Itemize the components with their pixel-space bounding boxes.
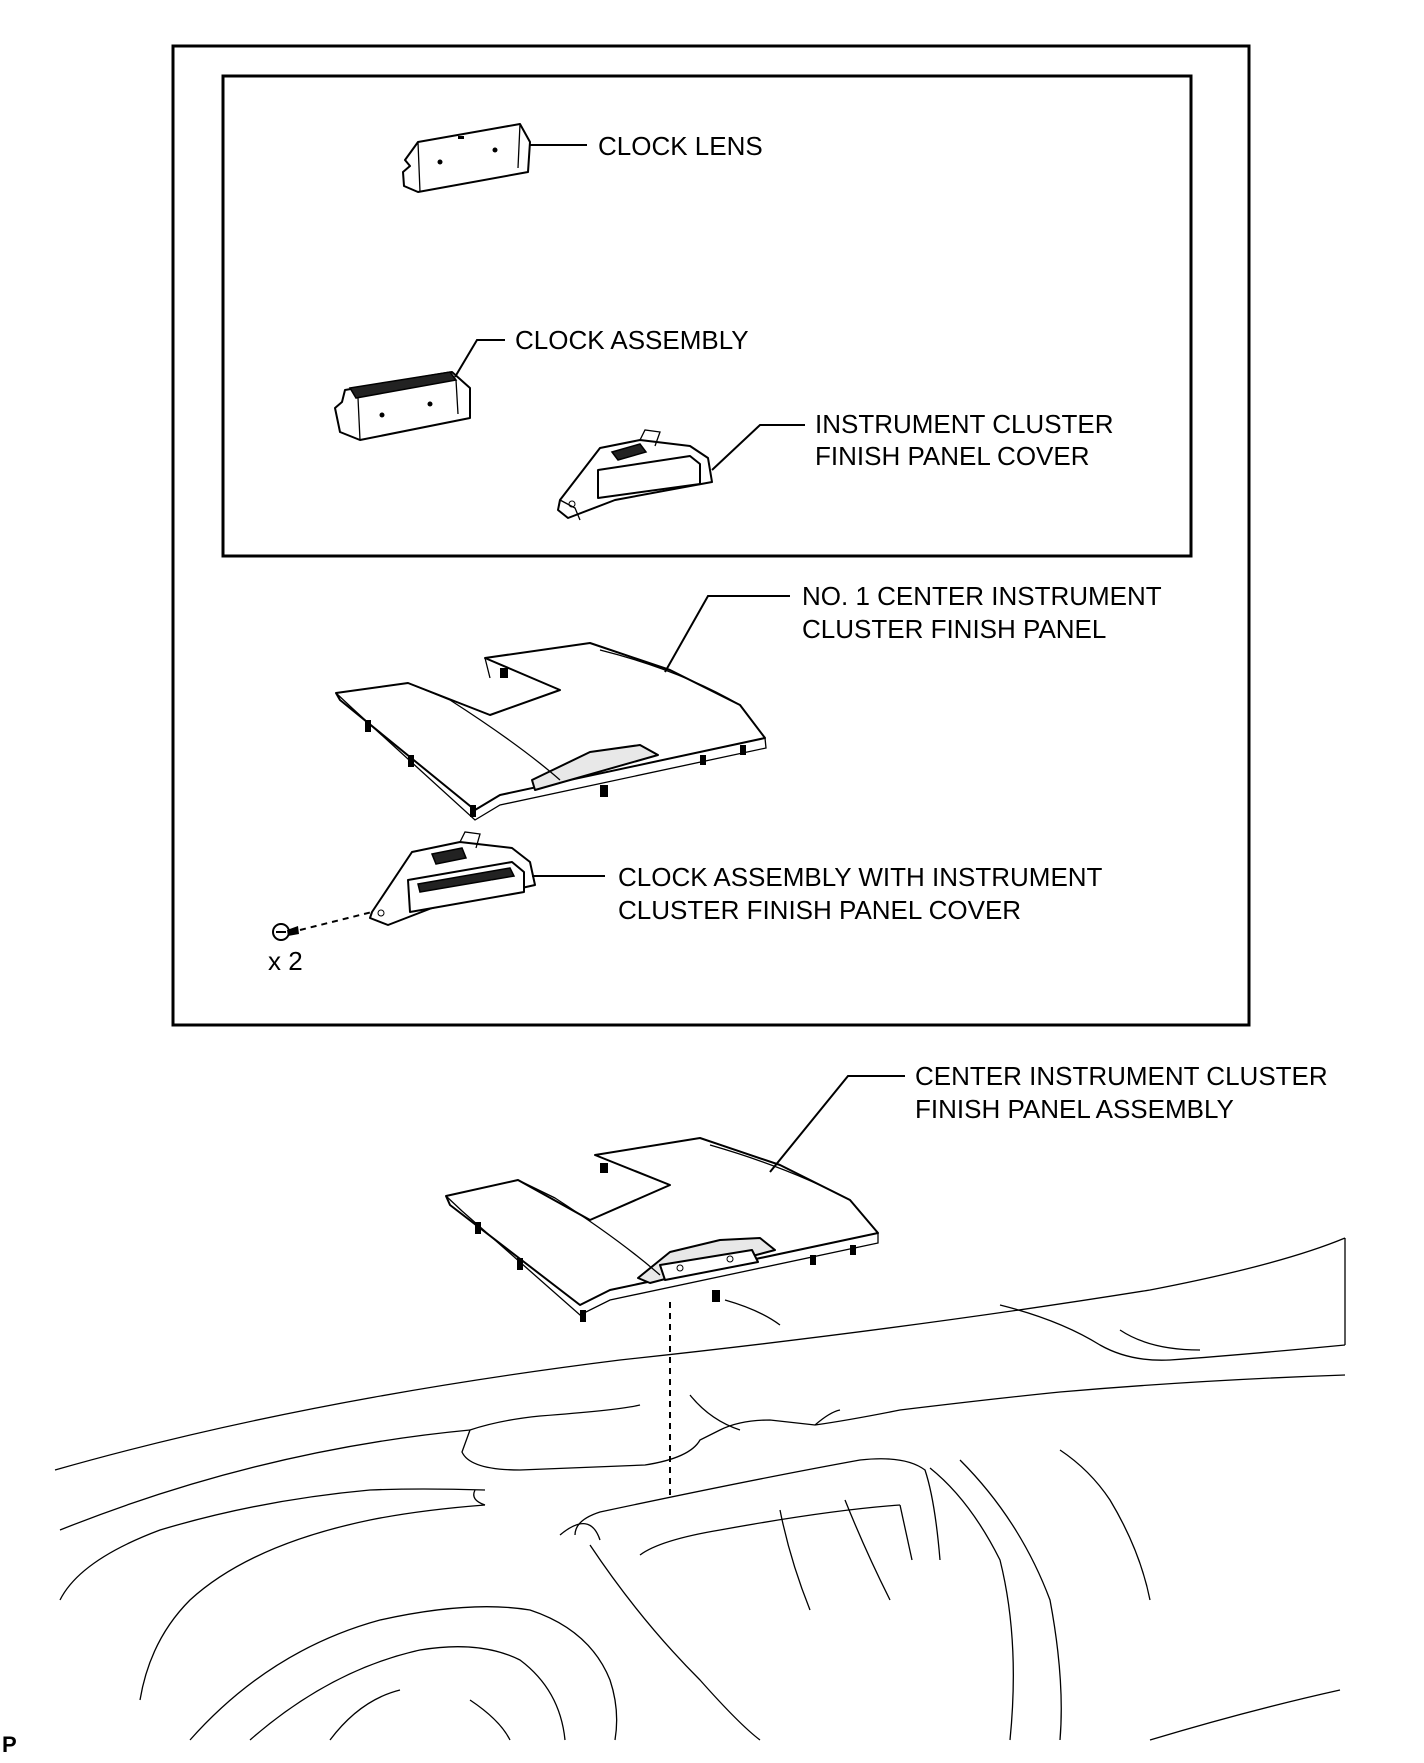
panel-assembly-leader <box>769 1075 905 1173</box>
panel-assembly-label-line1: CENTER INSTRUMENT CLUSTER <box>915 1061 1328 1091</box>
panel-assembly-label-line2: FINISH PANEL ASSEMBLY <box>915 1094 1234 1124</box>
screw-icon <box>272 923 299 941</box>
finish-panel-cover-leader <box>711 424 805 471</box>
finish-panel-cover-label-line2: FINISH PANEL COVER <box>815 441 1090 471</box>
clock-lens-label: CLOCK LENS <box>598 131 763 161</box>
clock-assembly-label: CLOCK ASSEMBLY <box>515 325 749 355</box>
clock-assembly-leader <box>454 339 505 378</box>
outer-frame <box>171 44 1251 1027</box>
finish-panel-cover-label-line1: INSTRUMENT CLUSTER <box>815 409 1114 439</box>
center-finish-panel-label-line2: CLUSTER FINISH PANEL <box>802 614 1106 644</box>
screw-qty-label: x 2 <box>268 946 303 976</box>
center-finish-panel-leader <box>664 595 790 673</box>
dashboard-icon <box>54 1237 1346 1741</box>
clock-with-cover-icon <box>369 831 536 926</box>
center-finish-panel-label-line1: NO. 1 CENTER INSTRUMENT <box>802 581 1162 611</box>
clock-assembly-icon <box>334 371 471 441</box>
screw-dash-line <box>299 911 373 931</box>
clock-with-cover-label-line2: CLUSTER FINISH PANEL COVER <box>618 895 1021 925</box>
corner-code-label: P <box>2 1732 17 1757</box>
clock-lens-icon <box>402 123 531 193</box>
panel-assembly-icon <box>445 1137 879 1322</box>
center-finish-panel-icon <box>335 642 767 821</box>
clock-with-cover-label-line1: CLOCK ASSEMBLY WITH INSTRUMENT <box>618 862 1103 892</box>
finish-panel-cover-icon <box>557 429 713 521</box>
inner-frame <box>221 74 1193 558</box>
